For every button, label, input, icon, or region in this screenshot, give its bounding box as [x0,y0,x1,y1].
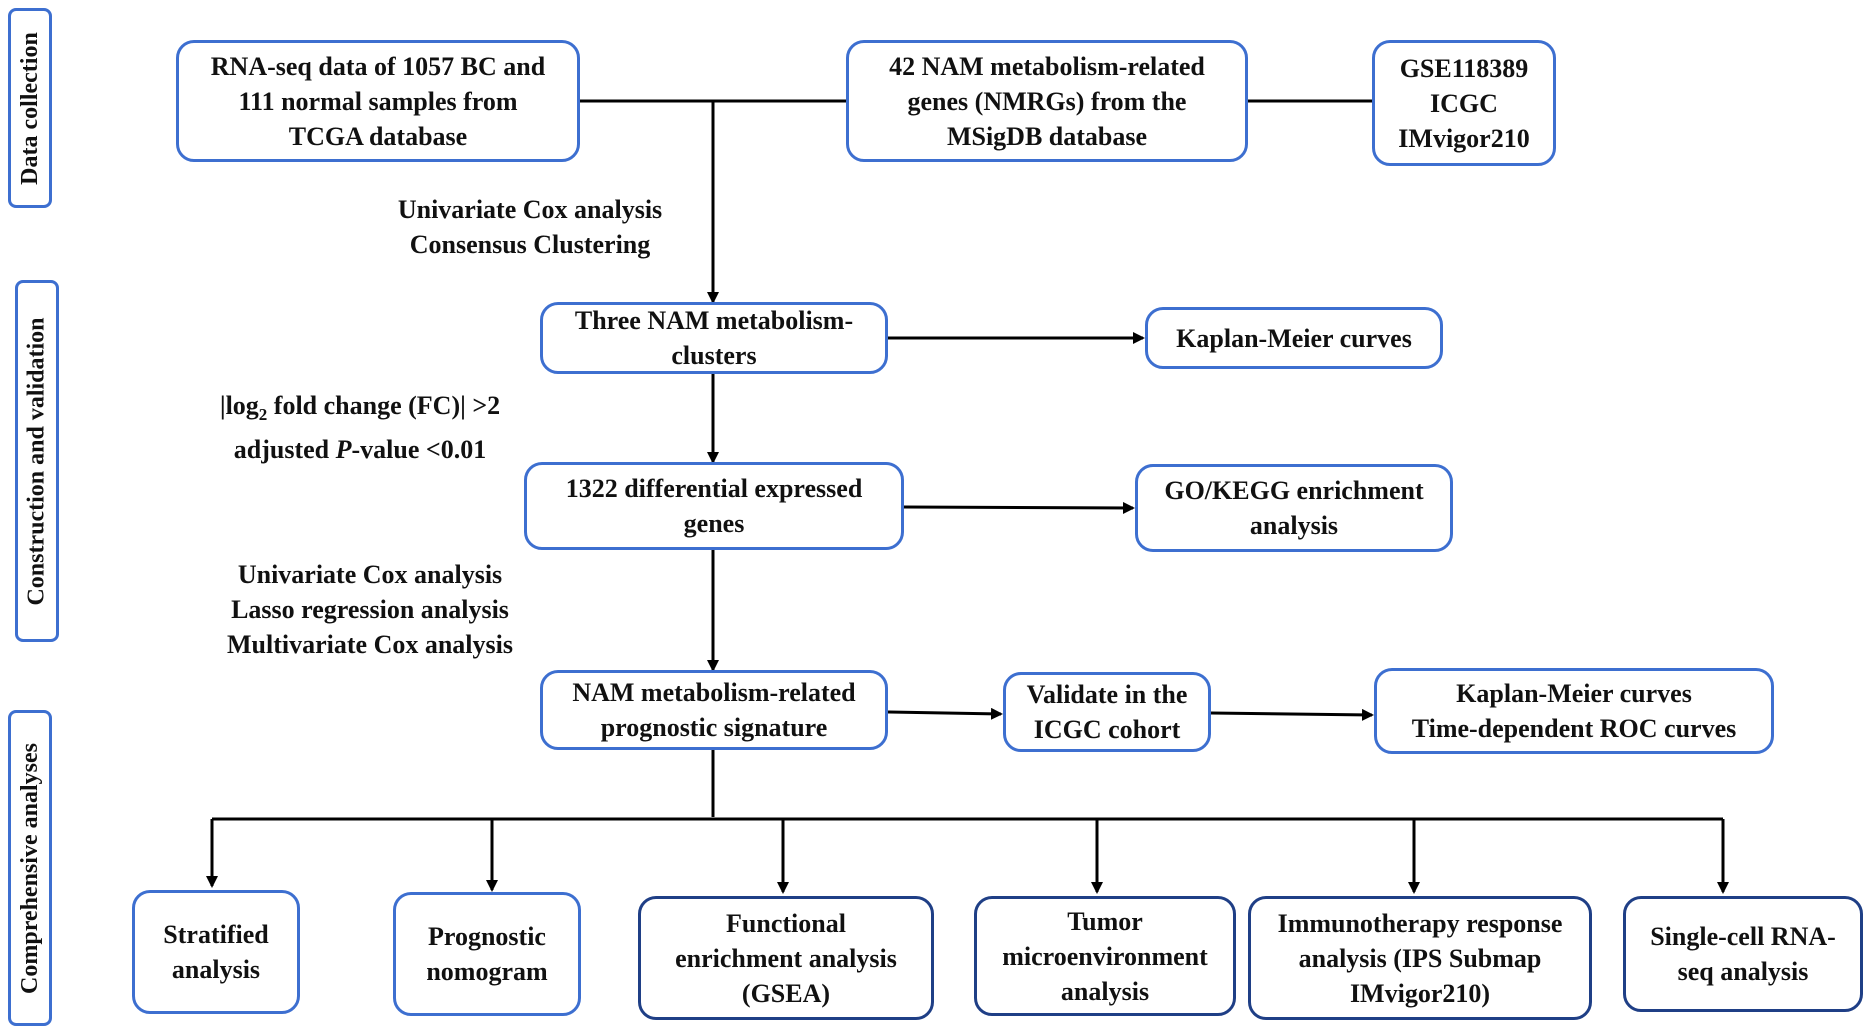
label-step2: |log2 fold change (FC)| >2 adjusted P-va… [219,391,501,465]
box-differential-genes: 1322 differential expressed genes [524,462,904,550]
box-immunotherapy-response: Immunotherapy response analysis (IPS Sub… [1248,896,1592,1020]
box-stratified-analysis: Stratified analysis [132,890,300,1014]
arrow-to-go-kegg [903,501,1135,514]
section-comprehensive-analyses: Comprehensive analyses [8,710,52,1026]
arrow-to-validate [887,707,1003,720]
box-prognostic-nomogram: Prognostic nomogram [393,892,581,1016]
label-step3: Univariate Cox analysis Lasso regression… [227,560,513,659]
box-gsea: Functional enrichment analysis (GSEA) [638,896,934,1020]
box-kaplan-meier-1: Kaplan-Meier curves [1145,307,1443,369]
arrow-to-km-roc [1210,708,1374,721]
box-validate-icgc: Validate in the ICGC cohort [1003,672,1211,752]
section-data-collection: Data collection [8,8,52,208]
box-prognostic-signature: NAM metabolism-related prognostic signat… [540,670,888,750]
box-rnaseq-data: RNA-seq data of 1057 BC and 111 normal s… [176,40,580,162]
label-step1: Univariate Cox analysis Consensus Cluste… [397,195,663,259]
box-go-kegg: GO/KEGG enrichment analysis [1135,464,1453,552]
box-tumor-microenvironment: Tumor microenvironment analysis [974,896,1236,1016]
box-clusters: Three NAM metabolism- clusters [540,302,888,374]
box-external-datasets: GSE118389 ICGC IMvigor210 [1372,40,1556,166]
box-km-roc: Kaplan-Meier curves Time-dependent ROC c… [1374,668,1774,754]
section-construction-validation: Construction and validation [15,280,59,642]
box-single-cell-rnaseq: Single-cell RNA- seq analysis [1623,896,1863,1012]
box-nmrgs: 42 NAM metabolism-related genes (NMRGs) … [846,40,1248,162]
